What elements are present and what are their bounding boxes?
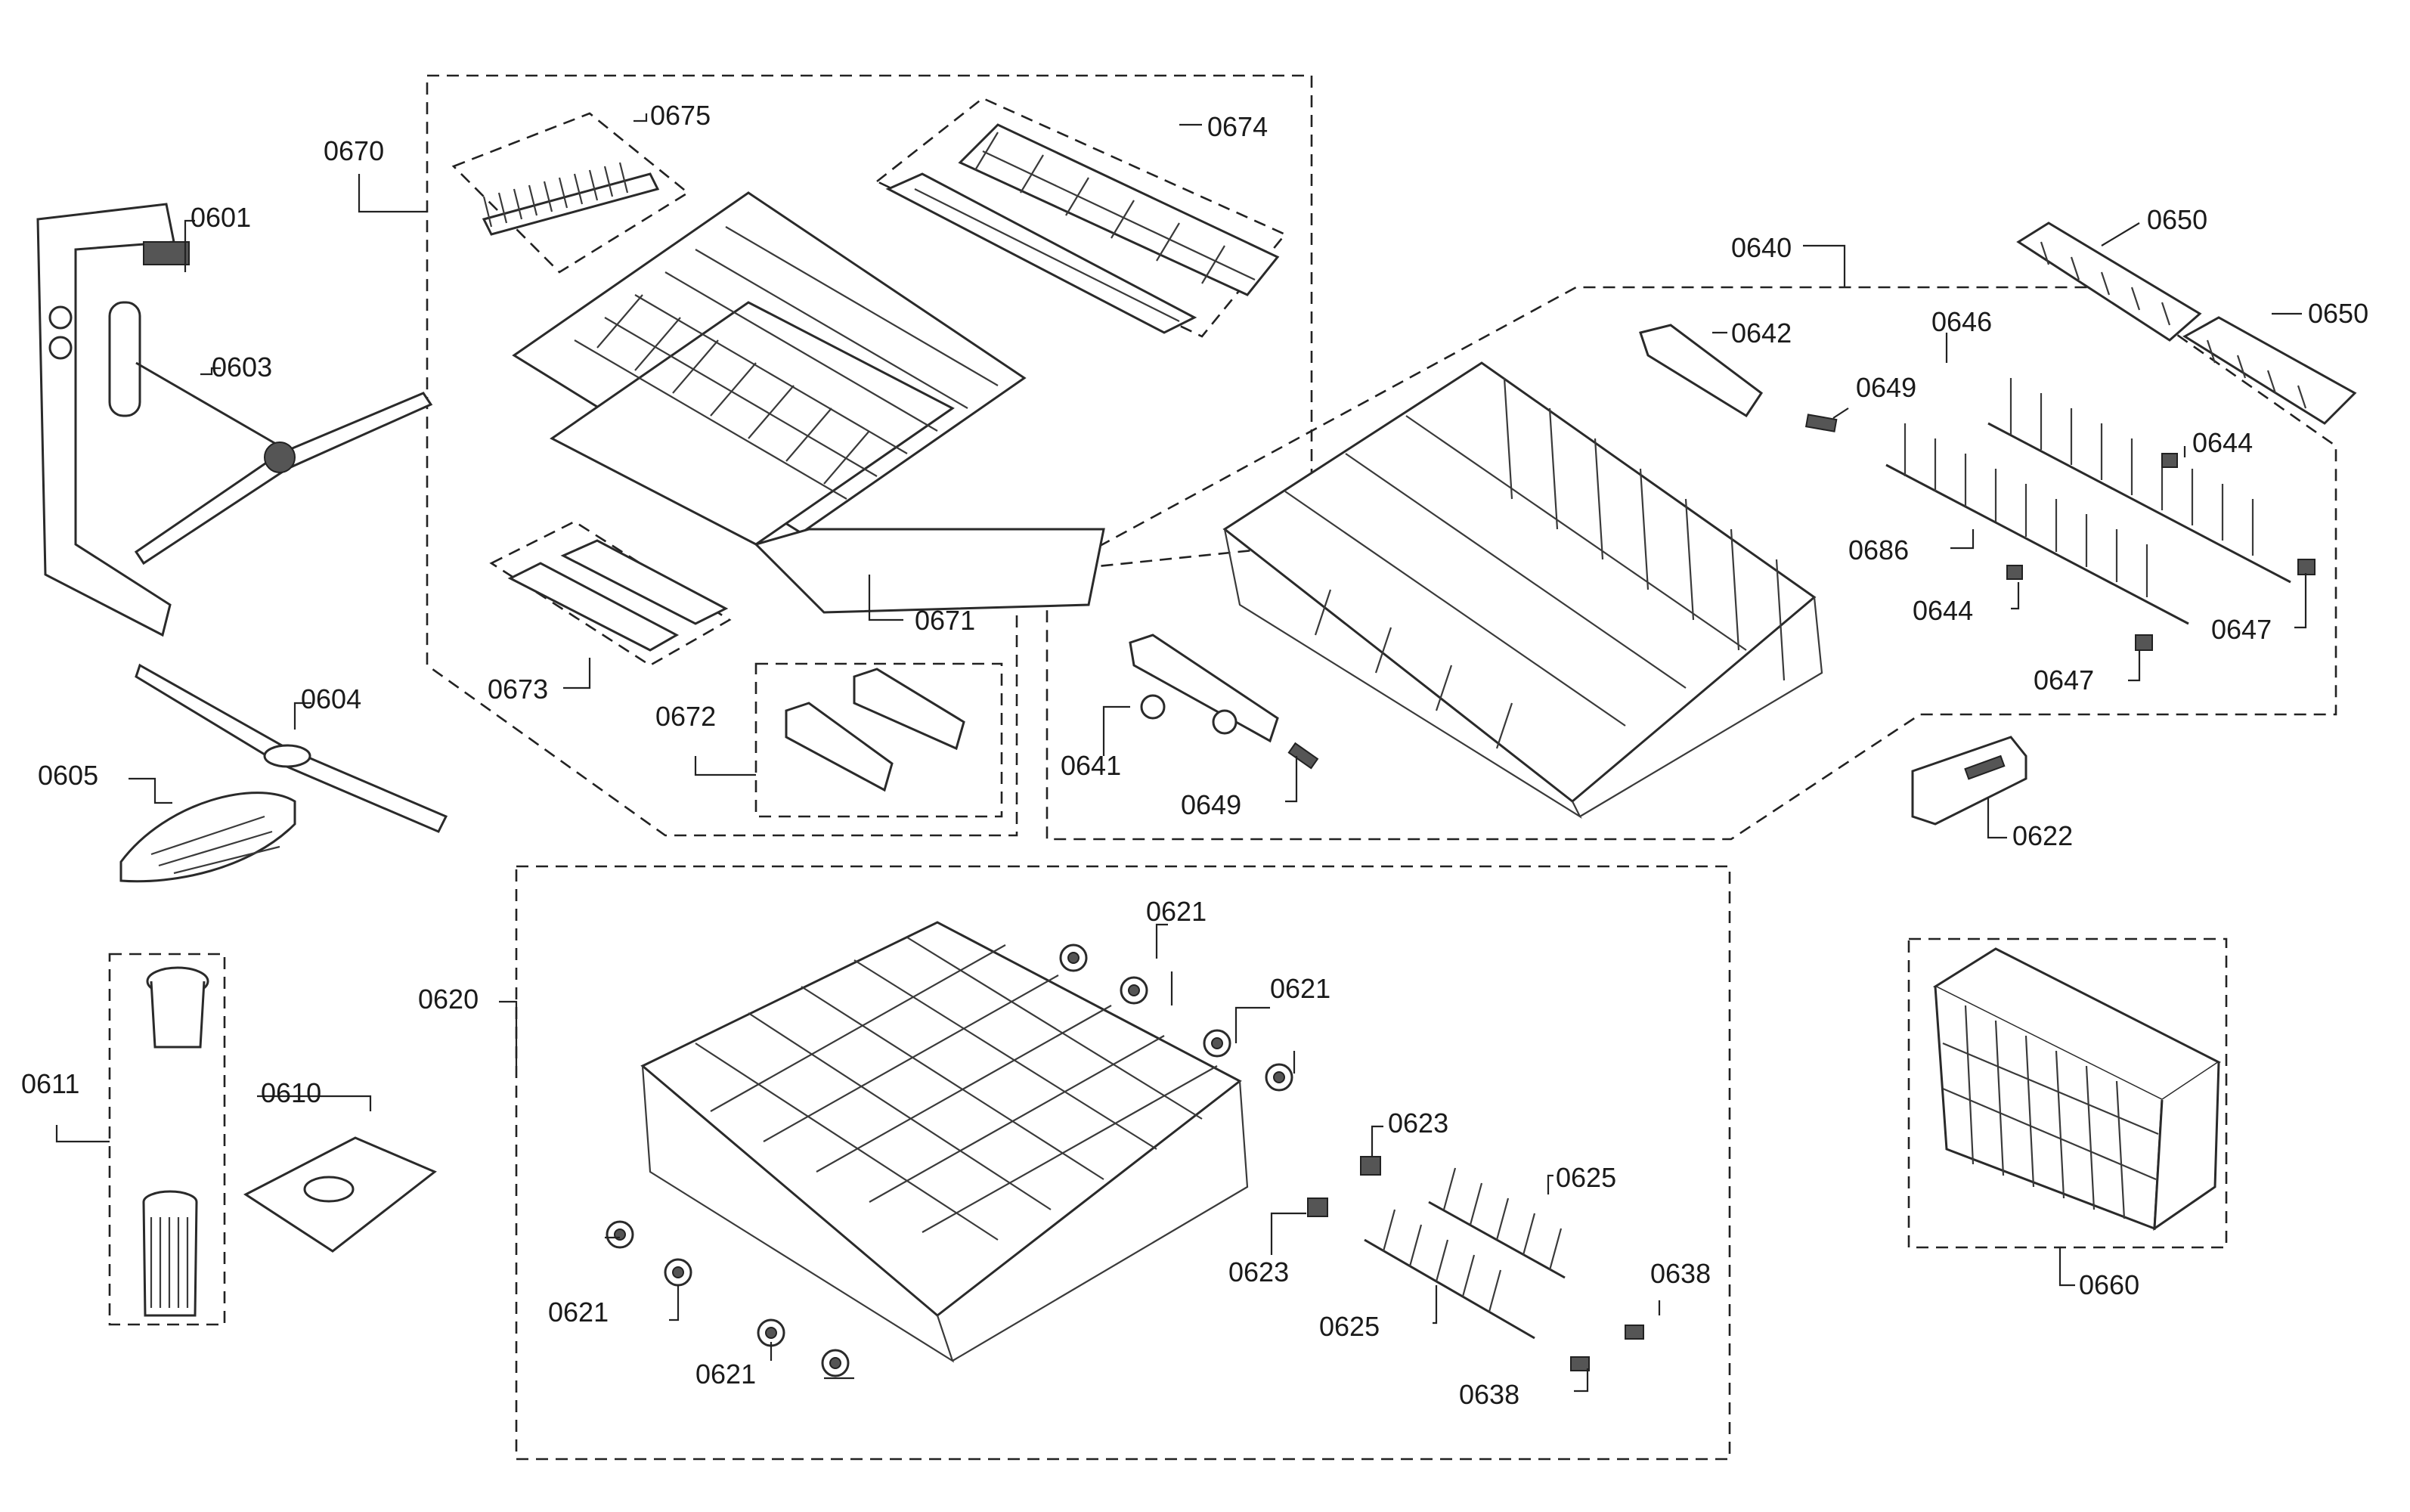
dish-rack-icon	[512, 191, 1105, 614]
clips-0673	[507, 539, 729, 652]
clip-0638b	[1570, 1356, 1590, 1371]
stopper-0649b	[1287, 742, 1319, 770]
label-0646: 0646	[1931, 306, 1992, 337]
label-0674: 0674	[1207, 111, 1268, 142]
clip-0647a	[2297, 559, 2316, 575]
label-0620: 0620	[418, 984, 479, 1015]
tine-row-icon	[482, 162, 660, 236]
cup-shelf-0674	[885, 123, 1280, 334]
upper-rack-0640	[1222, 361, 1823, 819]
tine-row-0625a	[1428, 1167, 1566, 1279]
label-0605: 0605	[38, 760, 98, 791]
label-0670: 0670	[324, 135, 384, 166]
label-0671: 0671	[915, 605, 975, 636]
label-0675: 0675	[650, 100, 711, 131]
lower-spray-arm-0604	[135, 663, 448, 833]
label-0649-b: 0649	[1181, 789, 1241, 820]
label-0672: 0672	[655, 701, 716, 732]
flat-filter-0610	[243, 1136, 437, 1253]
label-0621-a: 0621	[1146, 896, 1207, 927]
stopper-0649a	[1804, 414, 1838, 432]
clip-0623a	[1360, 1156, 1381, 1176]
wheel-icon	[606, 943, 1293, 1377]
tine-row-0625b	[1364, 1209, 1535, 1340]
label-0621-d: 0621	[695, 1359, 756, 1390]
label-0686: 0686	[1848, 534, 1909, 565]
clip-0644a	[2161, 453, 2178, 468]
clip-0638a	[1625, 1325, 1644, 1340]
label-0660: 0660	[2079, 1269, 2139, 1300]
lower-rack-0620	[640, 921, 1249, 1363]
clip-0647b	[2135, 634, 2153, 651]
label-0638-a: 0638	[1650, 1258, 1711, 1289]
label-0625-a: 0625	[1556, 1162, 1616, 1193]
label-0641: 0641	[1061, 750, 1121, 781]
label-0625-b: 0625	[1319, 1311, 1380, 1342]
group-box-0611	[108, 953, 226, 1326]
label-0601: 0601	[191, 202, 251, 233]
rack-adjuster-0642	[1639, 324, 1764, 418]
label-0623-a: 0623	[1388, 1108, 1448, 1139]
label-0603: 0603	[212, 352, 272, 383]
rack-handle-0622	[1911, 736, 2027, 826]
label-0644-a: 0644	[2192, 427, 2253, 458]
tine-row-0686	[1885, 378, 2291, 625]
label-0611: 0611	[21, 1068, 79, 1099]
group-box-0675	[451, 112, 690, 274]
group-box-0670	[426, 74, 1313, 837]
cup-shelf-insert-0650a	[2016, 222, 2202, 342]
clip-0644b	[2006, 565, 2023, 580]
label-0647-a: 0647	[2211, 614, 2272, 645]
filter-icon	[142, 966, 209, 1317]
part-labels: 0601 0603 0604 0605 0610 0611 0620 0621 …	[21, 100, 2368, 1410]
clip-0623b	[1307, 1198, 1328, 1217]
label-0673: 0673	[488, 674, 548, 705]
label-0610: 0610	[261, 1077, 321, 1108]
group-box-0673	[489, 520, 732, 667]
group-box-0660	[1907, 937, 2228, 1249]
label-0621-c: 0621	[548, 1297, 609, 1328]
label-0649-a: 0649	[1856, 372, 1916, 403]
label-0623-b: 0623	[1228, 1256, 1289, 1287]
label-0644-b: 0644	[1913, 595, 1973, 626]
label-0604: 0604	[301, 683, 361, 714]
spray-arm-icon	[108, 301, 433, 565]
label-0622: 0622	[2012, 820, 2073, 851]
leader-lines	[55, 113, 2307, 1393]
label-0650-a: 0650	[2147, 204, 2207, 235]
label-0647-b: 0647	[2034, 665, 2094, 696]
label-0640: 0640	[1731, 232, 1792, 263]
group-box-0640	[1045, 286, 2337, 841]
label-0621-b: 0621	[1270, 973, 1330, 1004]
brackets-0672	[785, 668, 965, 792]
label-0642: 0642	[1731, 318, 1792, 349]
label-0638-b: 0638	[1459, 1379, 1519, 1410]
label-0650-b: 0650	[2308, 298, 2368, 329]
silverware-basket-icon	[1932, 947, 2221, 1231]
supply-tube-0601	[36, 203, 190, 637]
filter-plate-0605	[119, 792, 296, 883]
cup-shelf-insert-0650b	[2182, 316, 2357, 425]
group-box-0672	[754, 662, 1003, 818]
rack-adjuster-0641	[1129, 634, 1279, 743]
